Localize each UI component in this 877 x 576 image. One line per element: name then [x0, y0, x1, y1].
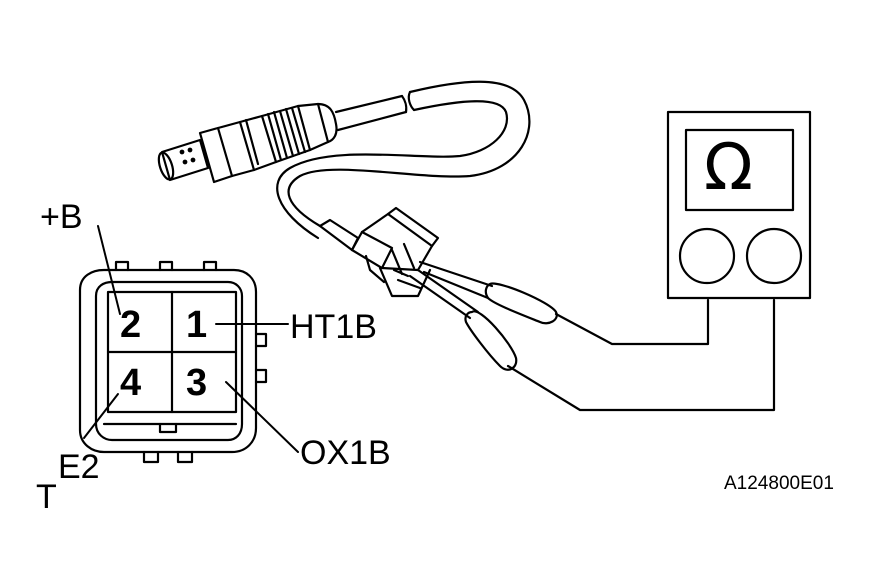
pin-label-ht1b: HT1B	[290, 308, 377, 346]
connector-pin-2: 2	[120, 304, 142, 346]
tester-probe-lower	[408, 268, 776, 412]
ohmmeter	[666, 110, 812, 300]
pin-label-plus-b: +B	[40, 198, 83, 236]
tester-probe-upper	[418, 260, 710, 346]
figure-code: A124800E01	[724, 473, 834, 494]
pin-label-e2: E2	[58, 448, 100, 486]
connector-pin-1: 1	[186, 304, 208, 346]
wire-connector-plug	[318, 206, 440, 298]
connector-pin-3: 3	[186, 362, 208, 404]
connector-face	[78, 260, 268, 464]
pin-label-e2-prefix: T	[36, 478, 57, 516]
pin-label-ox1b: OX1B	[300, 434, 391, 472]
sensor-cable	[276, 80, 531, 240]
ohm-symbol: Ω	[704, 131, 753, 205]
oxygen-sensor	[157, 102, 338, 184]
connector-pin-4: 4	[120, 362, 142, 404]
label-leaders	[83, 225, 299, 453]
